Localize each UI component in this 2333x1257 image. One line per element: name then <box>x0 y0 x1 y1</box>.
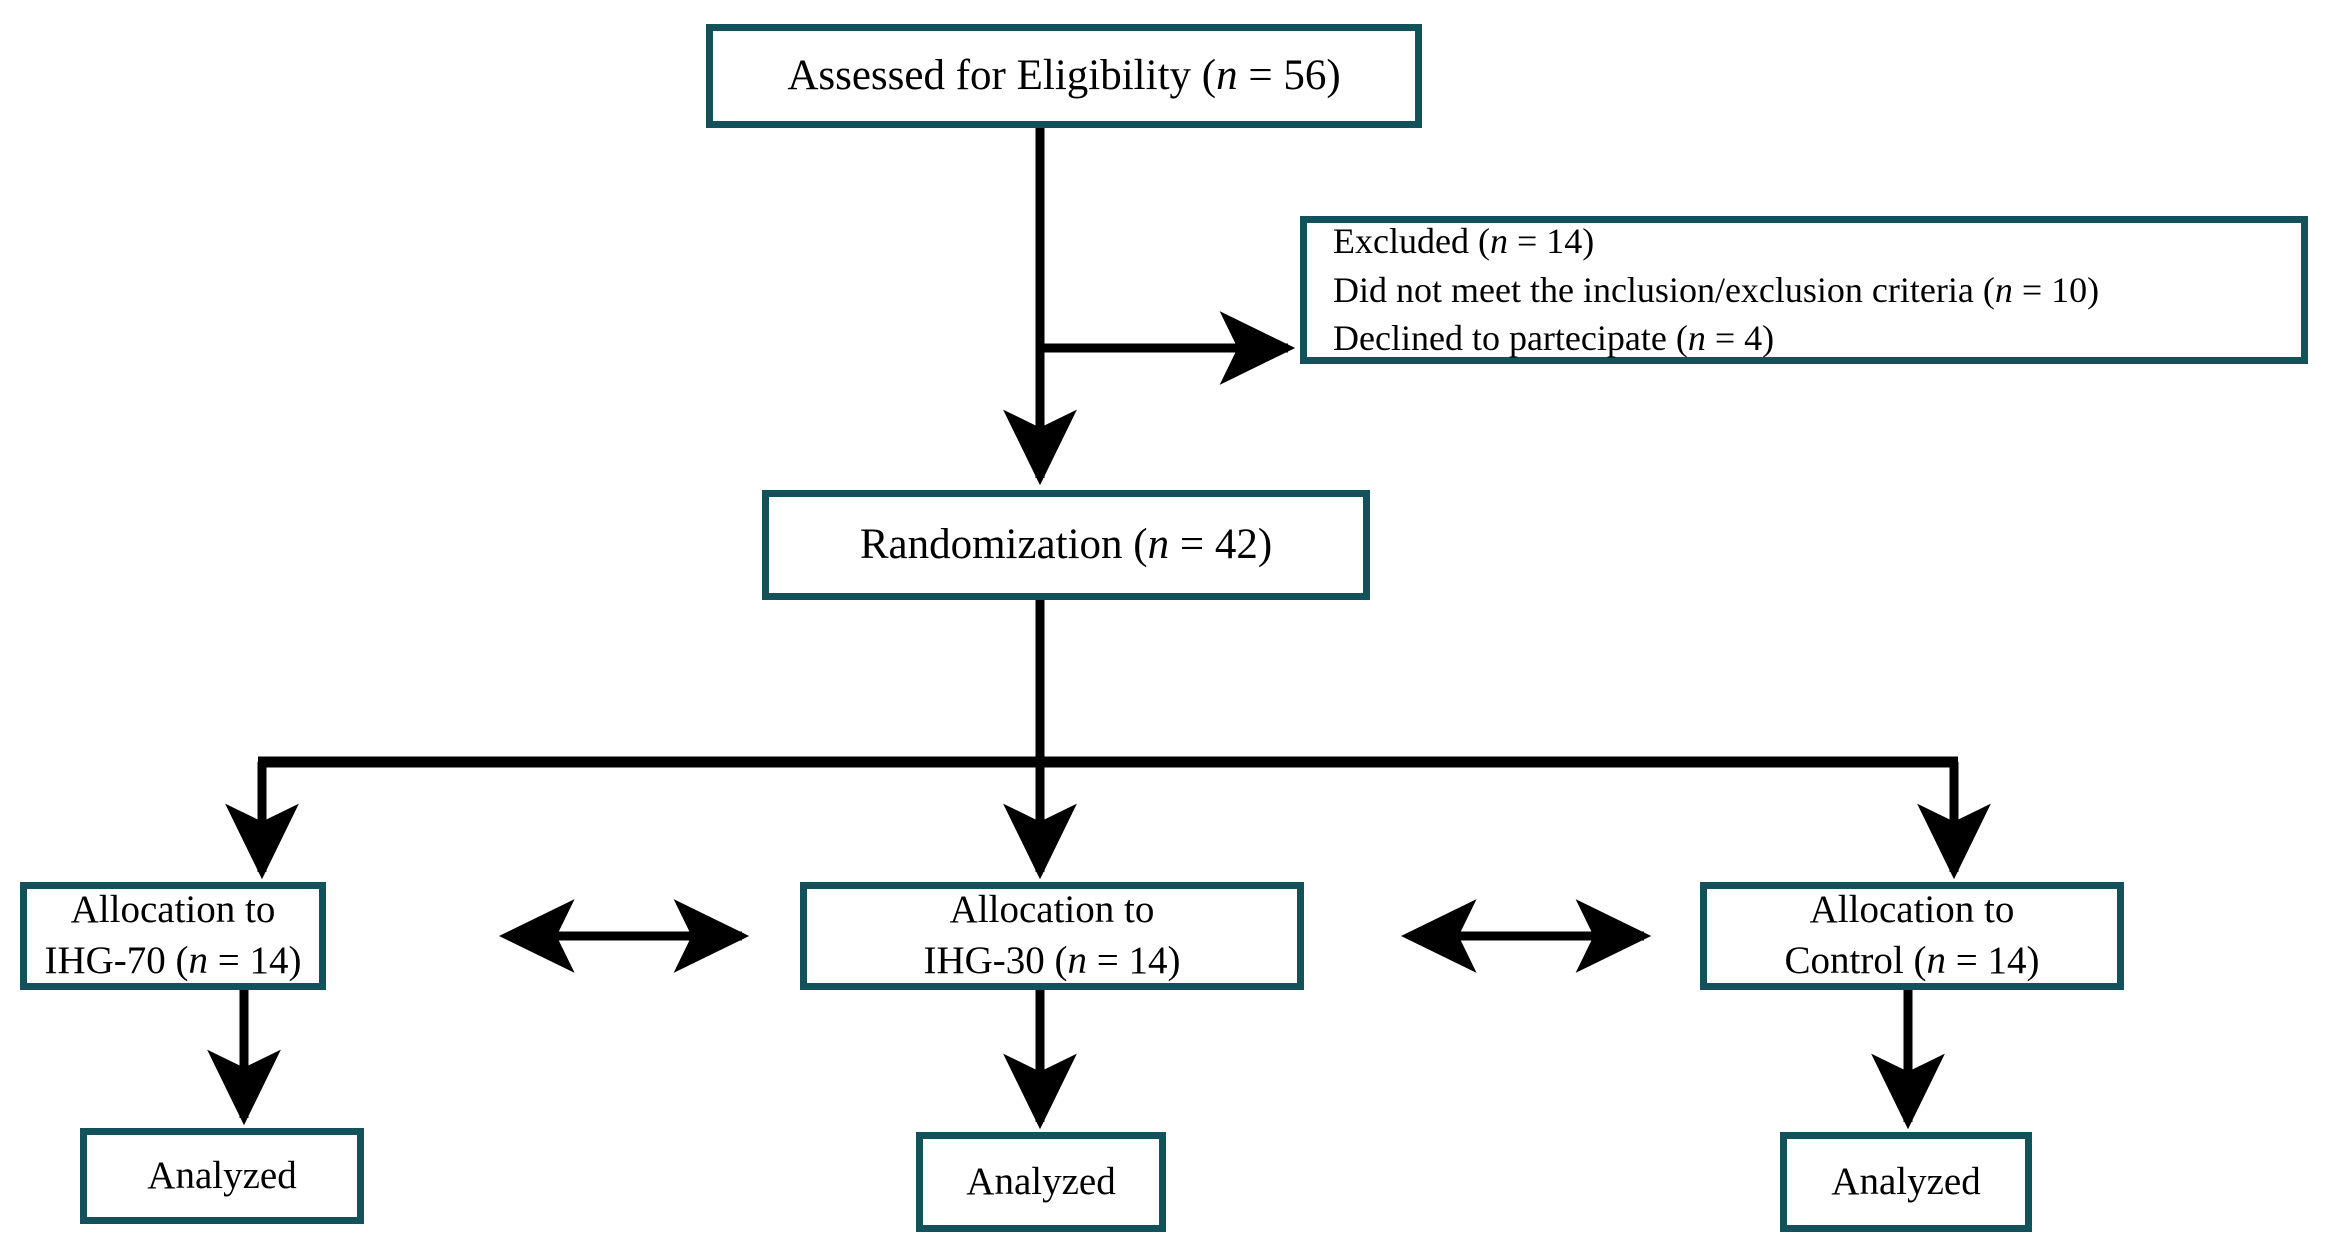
node-line: Control (n = 14) <box>1784 939 2040 982</box>
node-excluded: Excluded (n = 14) Did not meet the inclu… <box>1300 216 2308 364</box>
connector-randomization-to-allocation-split <box>225 600 1991 880</box>
node-line: Declined to partecipate (n = 4) <box>1333 318 1775 359</box>
node-line: Analyzed <box>147 1153 297 1197</box>
node-line: Assessed for Eligibility (n = 56) <box>787 52 1341 100</box>
node-line: Allocation to <box>70 888 276 932</box>
node-allocation-ihg-30: Allocation to IHG-30 (n = 14) <box>800 882 1304 990</box>
node-analyzed-ihg-30: Analyzed <box>916 1132 1166 1232</box>
node-line: IHG-70 (n = 14) <box>44 939 302 982</box>
node-line: Analyzed <box>1831 1159 1981 1203</box>
node-line: Did not meet the inclusion/exclusion cri… <box>1333 269 2100 310</box>
node-line: Analyzed <box>966 1159 1116 1203</box>
node-analyzed-control: Analyzed <box>1780 1132 2032 1232</box>
node-allocation-control: Allocation to Control (n = 14) <box>1700 882 2124 990</box>
node-line: Randomization (n = 42) <box>859 521 1273 569</box>
node-line: Allocation to <box>949 888 1155 932</box>
node-line: IHG-30 (n = 14) <box>923 939 1181 982</box>
node-line: Allocation to <box>1809 888 2015 932</box>
node-line: Excluded (n = 14) <box>1333 220 1595 261</box>
node-randomization: Randomization (n = 42) <box>762 490 1370 600</box>
node-allocation-ihg-70: Allocation to IHG-70 (n = 14) <box>20 882 326 990</box>
node-assessed-for-eligibility: Assessed for Eligibility (n = 56) <box>706 24 1422 128</box>
node-analyzed-ihg-70: Analyzed <box>80 1128 364 1224</box>
